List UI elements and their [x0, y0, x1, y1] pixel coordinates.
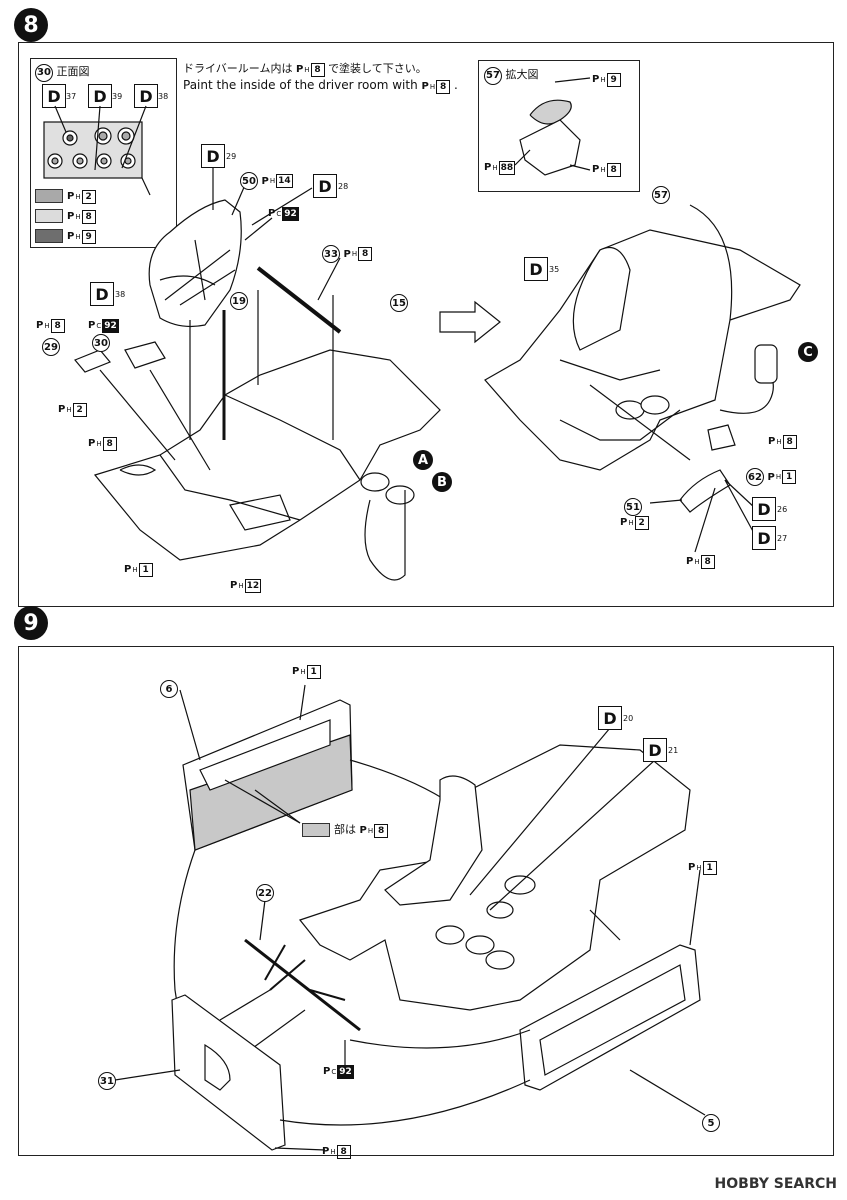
- inset-title: 正面図: [56, 65, 90, 78]
- decal-badge: D: [88, 84, 112, 108]
- part-callout: 15: [390, 294, 408, 312]
- decal-number: 37: [66, 92, 77, 101]
- decal-number: 35: [549, 265, 560, 274]
- decal-number: 26: [777, 505, 788, 514]
- decal-number: 27: [777, 534, 788, 543]
- decal-number: 20: [623, 714, 634, 723]
- decal-badge: D: [643, 738, 667, 762]
- part-callout: 5: [702, 1114, 720, 1132]
- part-callout: 31: [98, 1072, 116, 1090]
- decal-badge: D: [42, 84, 66, 108]
- connector-C: C: [798, 342, 818, 362]
- decal-number: 38: [115, 290, 126, 299]
- part-callout: 30: [92, 334, 110, 352]
- step-8-badge: 8: [14, 8, 48, 42]
- part-callout: 51: [624, 498, 642, 516]
- decal-number: 29: [226, 152, 237, 161]
- watermark: HOBBY SEARCH: [714, 1176, 837, 1192]
- part-callout: 6: [160, 680, 178, 698]
- decal-number: 28: [338, 182, 349, 191]
- decal-badge: D: [752, 526, 776, 550]
- zoom-inset: [478, 60, 640, 192]
- connector-B: B: [432, 472, 452, 492]
- part-callout: 19: [230, 292, 248, 310]
- part-callout: 22: [256, 884, 274, 902]
- decal-badge: D: [524, 257, 548, 281]
- part-number: 30: [35, 63, 53, 82]
- decal-number: 21: [668, 746, 679, 755]
- zoom-inset-title: 57 拡大図: [484, 66, 539, 85]
- part-callout: 57: [652, 186, 670, 204]
- decal-badge: D: [90, 282, 114, 306]
- decal-badge: D: [134, 84, 158, 108]
- connector-A: A: [413, 450, 433, 470]
- decal-badge: D: [598, 706, 622, 730]
- decal-number: 38: [158, 92, 169, 101]
- decal-badge: D: [201, 144, 225, 168]
- decal-badge: D: [752, 497, 776, 521]
- decal-number: 39: [112, 92, 123, 101]
- decal-badge: D: [313, 174, 337, 198]
- part-callout: 29: [42, 338, 60, 356]
- step-9-badge: 9: [14, 606, 48, 640]
- instruction-en: Paint the inside of the driver room with…: [183, 78, 458, 94]
